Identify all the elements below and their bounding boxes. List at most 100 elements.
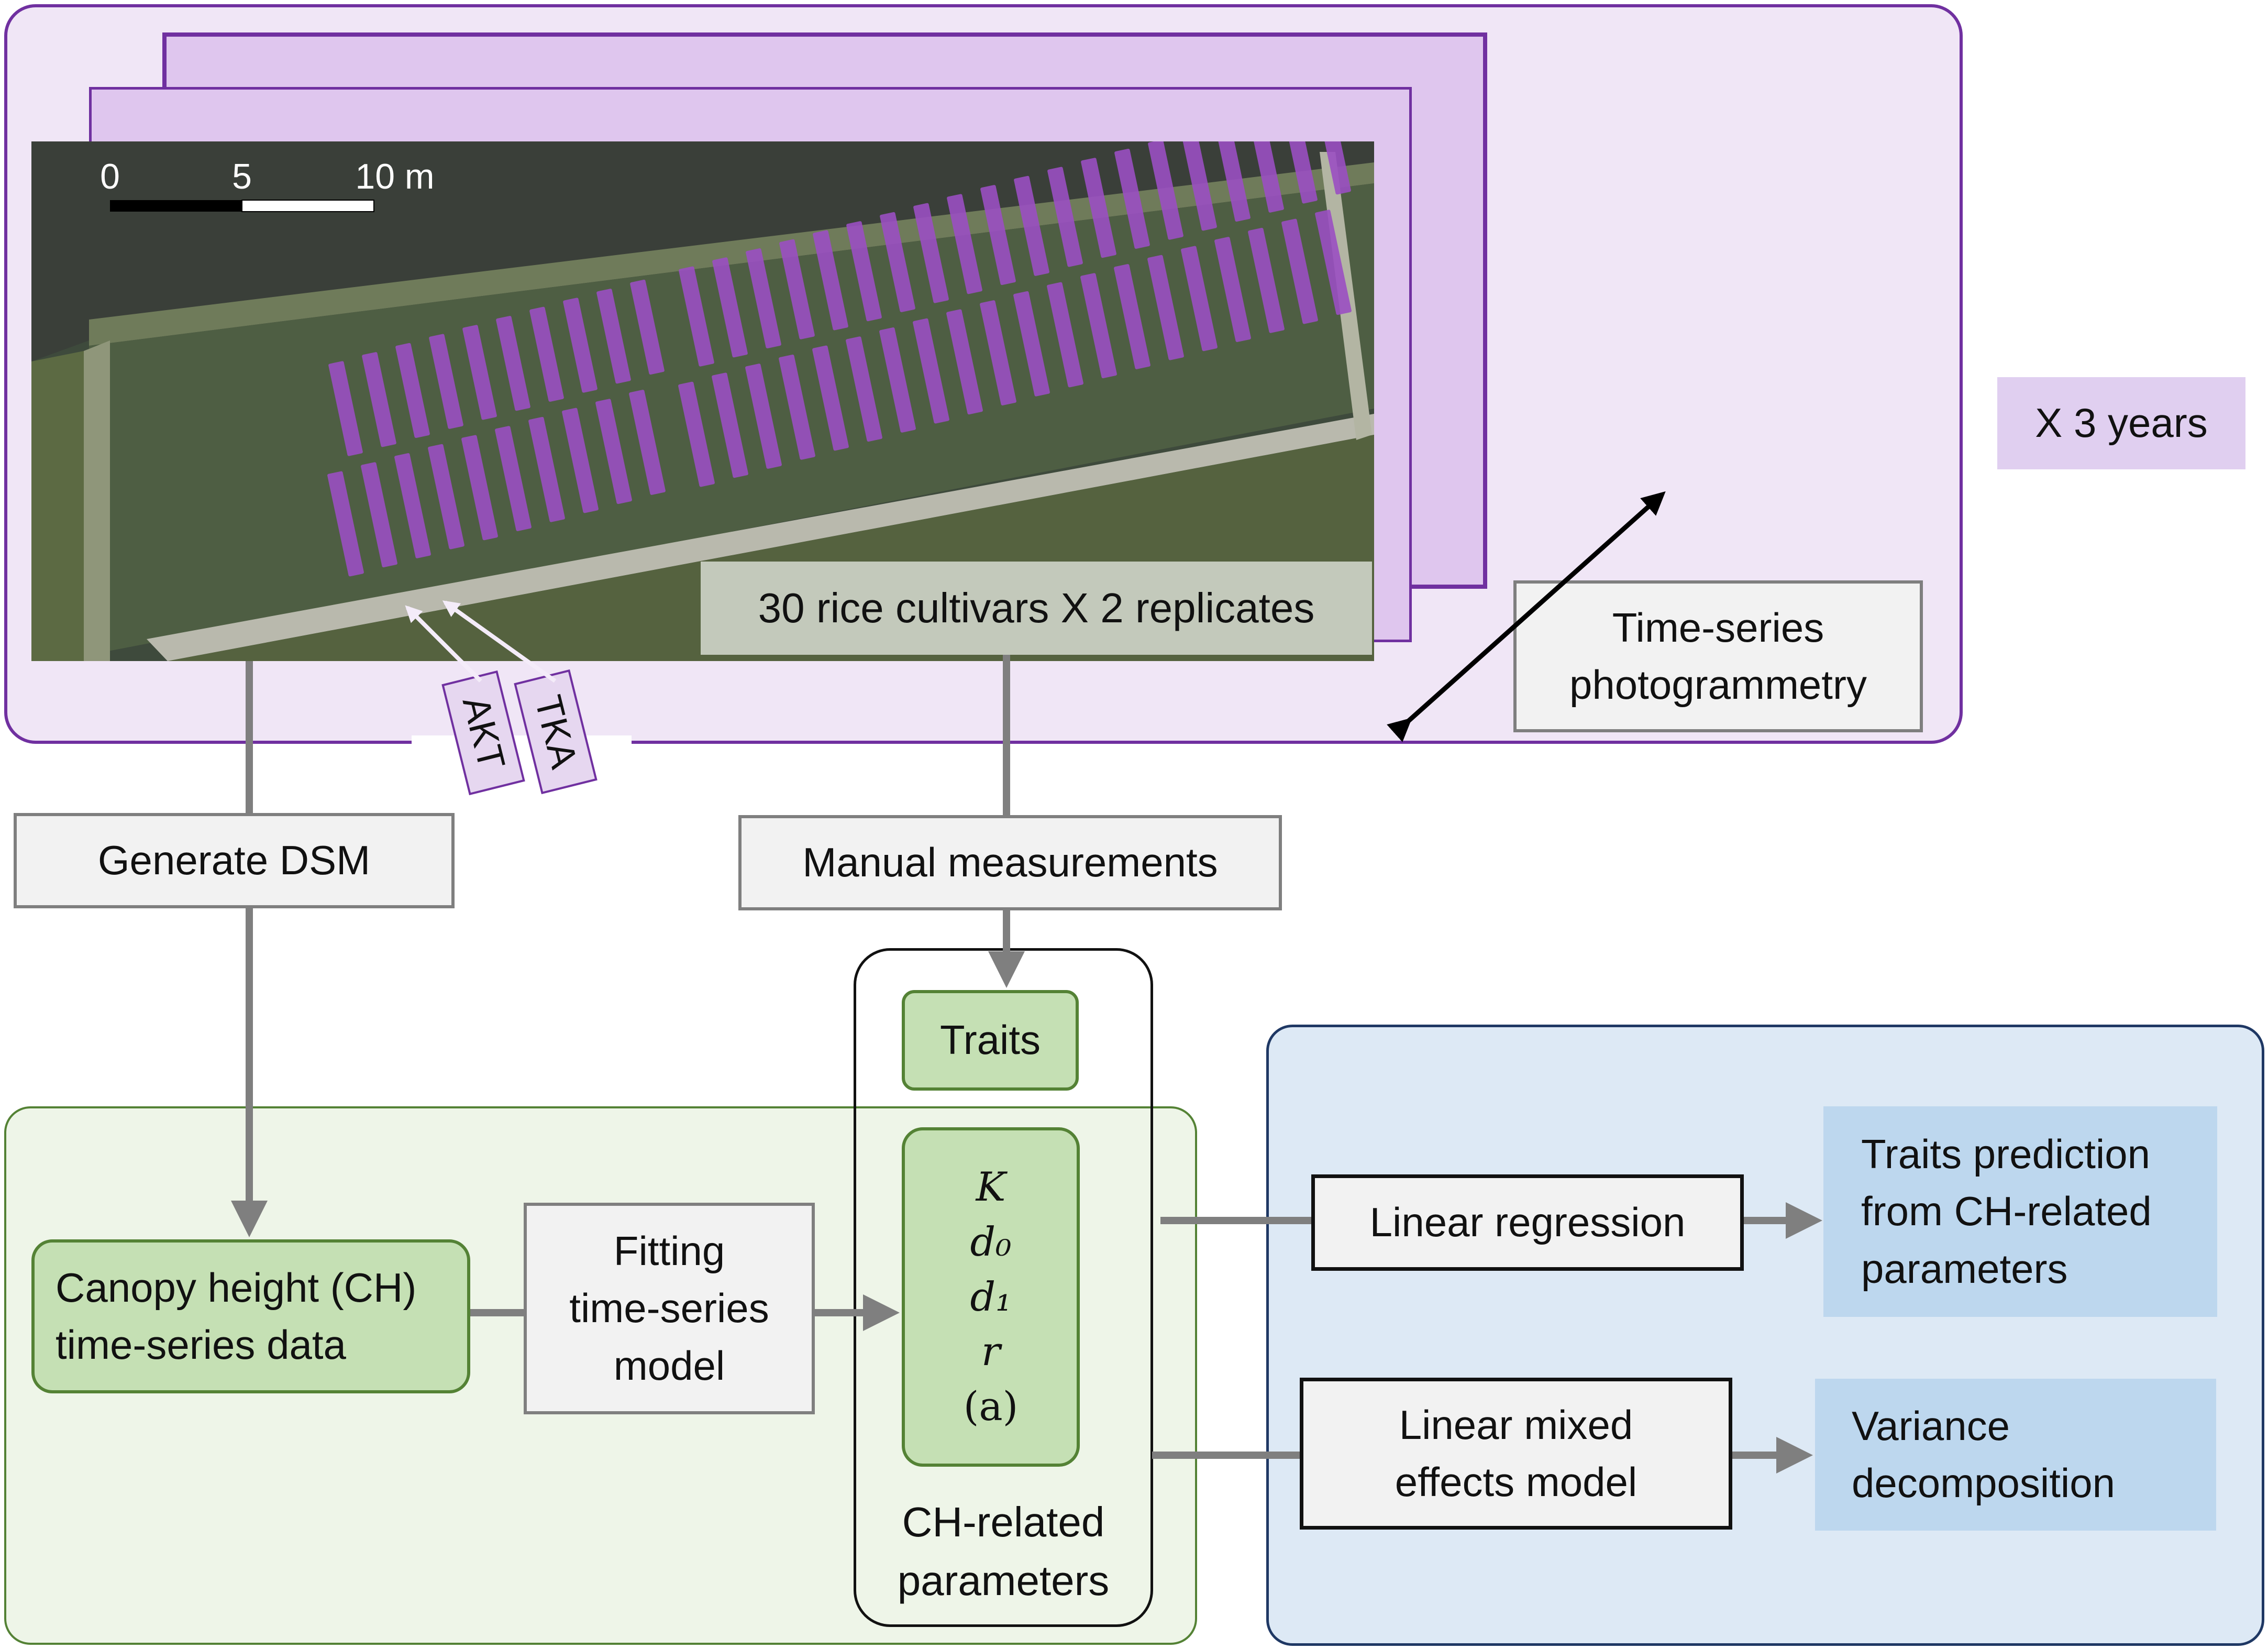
- plot-strip-d-17: [1248, 227, 1285, 333]
- plot-strip-d-14: [1147, 255, 1184, 360]
- plot-strip-d-2: [745, 364, 782, 469]
- panel-border-gap: [412, 735, 632, 748]
- plot-strip-a-5: [496, 316, 530, 411]
- plot-strip-a-2: [395, 343, 430, 438]
- manual-measurements-box: Manual measurements: [738, 815, 1282, 910]
- plot-strip-c-12: [1081, 158, 1116, 258]
- plot-strip-a-1: [362, 352, 396, 447]
- plots-caption: 30 rice cultivars X 2 replicates: [701, 562, 1372, 655]
- parameters-caption: CH-related parameters: [855, 1489, 1152, 1614]
- plot-strip-b-3: [428, 444, 464, 549]
- plot-strip-d-5: [846, 336, 882, 442]
- plot-strip-d-10: [1013, 291, 1050, 397]
- plot-strip-d-4: [812, 345, 849, 451]
- plots-caption-text: 30 rice cultivars X 2 replicates: [758, 585, 1315, 631]
- plot-strip-d-13: [1114, 264, 1150, 369]
- plot-strip-c-1: [712, 257, 748, 358]
- linear-mixed-text: Linear mixed effects model: [1395, 1401, 1638, 1505]
- plot-strip-d-19: [1315, 210, 1352, 315]
- scale-bar: 0 5 10 m: [100, 157, 435, 212]
- fitting-model-text: Fitting time-series model: [569, 1228, 769, 1389]
- plot-strip-c-7: [913, 203, 949, 303]
- linear-regression-box: Linear regression: [1311, 1174, 1744, 1271]
- plot-strip-b-1: [361, 462, 397, 568]
- param-d1: d₁: [970, 1273, 1012, 1320]
- plot-strip-d-7: [913, 318, 949, 424]
- plot-strip-c-13: [1114, 148, 1150, 249]
- plot-strip-c-14: [1148, 141, 1183, 240]
- scale-tick-10: 10 m: [355, 157, 434, 196]
- generate-dsm-box: Generate DSM: [14, 813, 455, 908]
- plot-strip-c-16: [1215, 141, 1251, 222]
- plot-strip-a-6: [529, 306, 564, 402]
- time-axis-arrow: [1387, 491, 1666, 742]
- plot-strip-b-9: [629, 390, 666, 495]
- param-d0: d₀: [970, 1218, 1012, 1265]
- plot-strip-b-8: [595, 399, 632, 504]
- parameters-caption-text: CH-related parameters: [897, 1499, 1110, 1604]
- plot-strip-c-18: [1282, 141, 1318, 204]
- plot-strip-d-15: [1181, 246, 1218, 351]
- plot-strip-b-2: [394, 453, 431, 558]
- manual-measurements-text: Manual measurements: [802, 839, 1218, 886]
- plot-strip-a-3: [429, 334, 463, 429]
- param-a: (a): [963, 1383, 1019, 1430]
- scale-tick-0: 0: [100, 157, 120, 196]
- plot-strip-c-9: [980, 185, 1016, 285]
- plot-strip-a-9: [630, 279, 665, 375]
- plot-strip-c-17: [1248, 141, 1284, 213]
- parameters-box: K d₀ d₁ r (a): [902, 1127, 1080, 1467]
- plot-strip-c-8: [947, 194, 982, 294]
- plot-strip-b-0: [327, 471, 364, 577]
- plot-strip-a-4: [462, 325, 497, 420]
- plot-strip-d-8: [946, 309, 983, 415]
- plot-strip-c-5: [846, 221, 882, 322]
- plot-strip-c-15: [1181, 141, 1217, 231]
- traits-prediction-box: Traits prediction from CH-related parame…: [1823, 1106, 2217, 1317]
- plot-strip-c-11: [1047, 167, 1083, 267]
- plot-strip-c-4: [813, 230, 848, 331]
- plot-layer: [327, 141, 1352, 577]
- plot-strip-d-18: [1281, 218, 1318, 324]
- plot-strip-d-11: [1047, 282, 1083, 388]
- canopy-height-text: Canopy height (CH) time-series data: [56, 1264, 417, 1368]
- traits-prediction-text: Traits prediction from CH-related parame…: [1861, 1131, 2152, 1292]
- plot-strip-c-19: [1315, 141, 1351, 195]
- traits-box: Traits: [902, 990, 1079, 1091]
- plot-strip-b-6: [528, 416, 565, 522]
- plot-strip-a-0: [328, 361, 363, 456]
- plot-strip-d-16: [1214, 237, 1251, 342]
- plot-strip-d-6: [879, 327, 916, 433]
- plot-strip-a-8: [596, 289, 631, 384]
- plot-strip-c-2: [746, 248, 781, 349]
- plot-strip-d-3: [779, 354, 815, 460]
- plot-strip-d-1: [712, 372, 748, 478]
- scale-tick-5: 5: [232, 157, 252, 196]
- canopy-height-box: Canopy height (CH) time-series data: [31, 1239, 470, 1393]
- traits-text: Traits: [939, 1017, 1041, 1063]
- plot-strip-a-7: [563, 298, 598, 393]
- plot-strip-c-10: [1014, 175, 1049, 276]
- linear-mixed-box: Linear mixed effects model: [1300, 1378, 1732, 1530]
- plot-strip-d-0: [678, 381, 715, 487]
- plot-strip-b-5: [495, 426, 532, 531]
- variance-text: Variance decomposition: [1852, 1402, 2115, 1506]
- plot-strip-c-0: [679, 266, 714, 367]
- generate-dsm-text: Generate DSM: [97, 837, 371, 884]
- plot-strip-d-9: [980, 300, 1016, 405]
- tag-tka-pointer: [442, 600, 557, 683]
- variance-box: Variance decomposition: [1815, 1379, 2216, 1531]
- plot-strip-c-6: [880, 212, 915, 312]
- param-k: K: [976, 1163, 1006, 1210]
- fitting-model-box: Fitting time-series model: [524, 1203, 815, 1414]
- plot-strip-b-7: [562, 408, 599, 513]
- linear-regression-text: Linear regression: [1369, 1199, 1686, 1246]
- tag-akt-pointer: [405, 605, 482, 683]
- years-badge: X 3 years: [1997, 377, 2245, 469]
- param-r: r: [981, 1328, 1001, 1375]
- plot-strip-c-3: [779, 239, 815, 339]
- plot-strip-b-4: [461, 435, 498, 541]
- years-badge-text: X 3 years: [2035, 400, 2208, 446]
- plot-strip-d-12: [1080, 273, 1117, 379]
